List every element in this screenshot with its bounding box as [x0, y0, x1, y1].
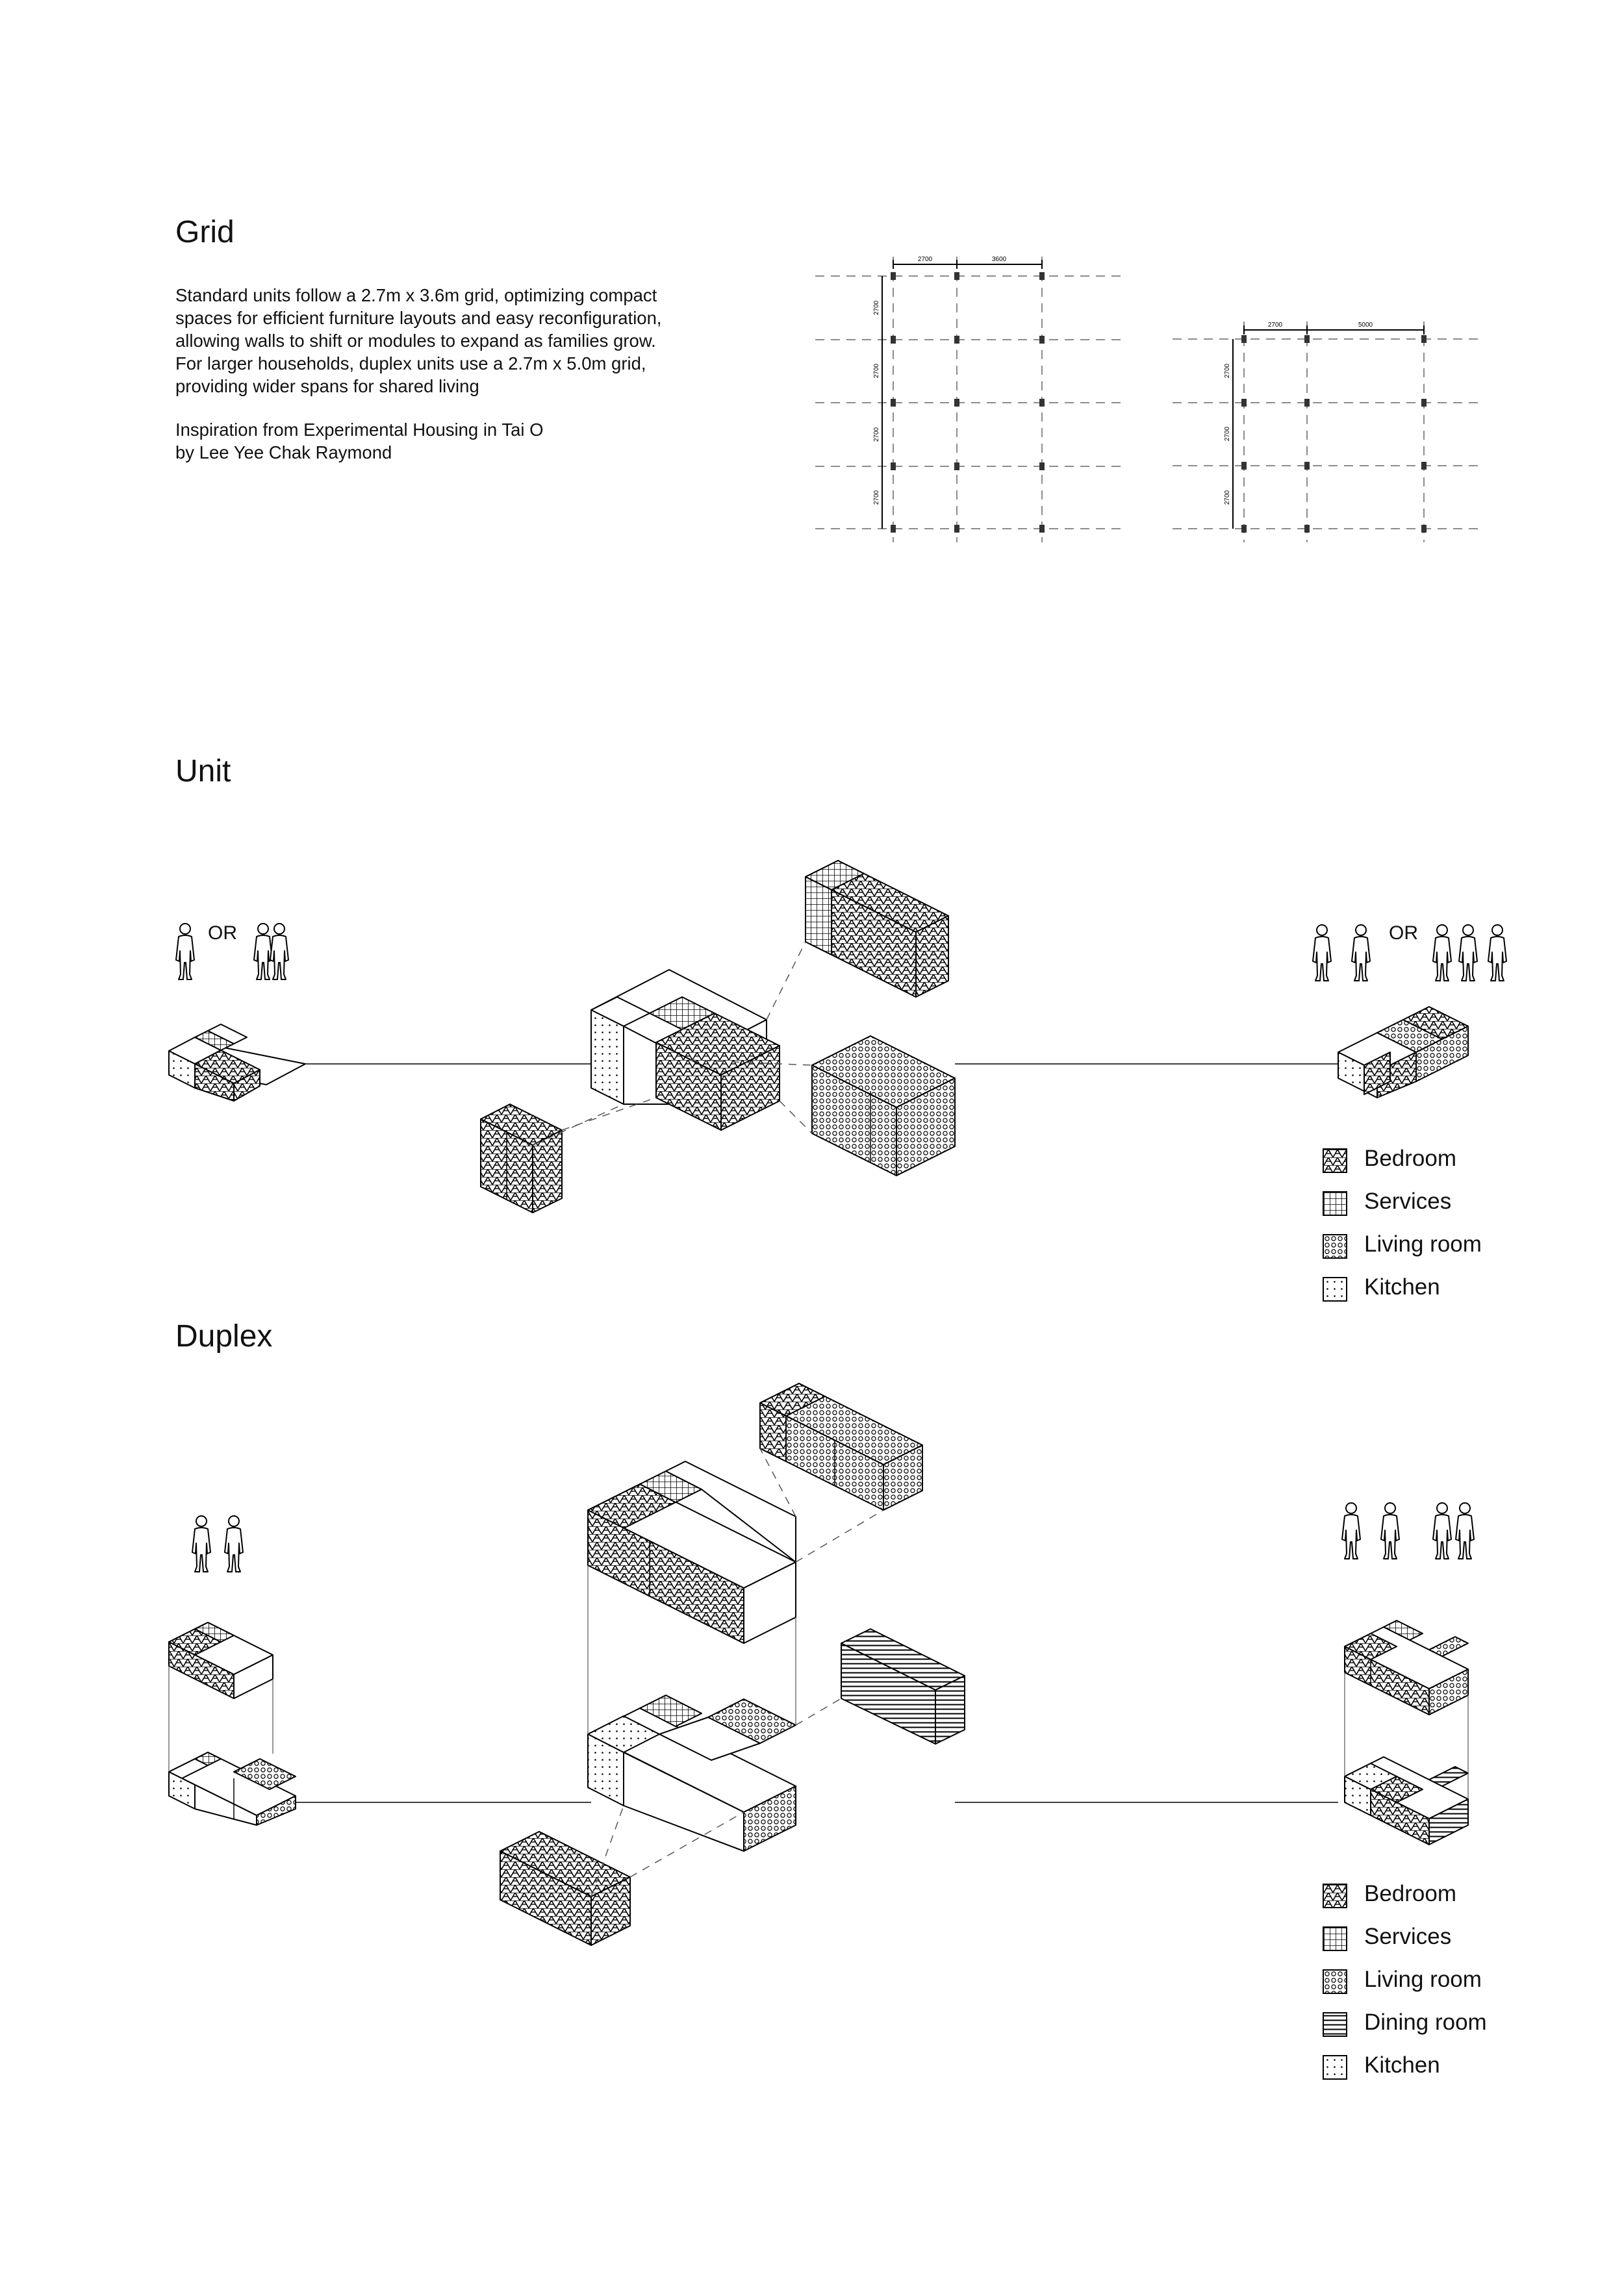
legend-item-kitchen: Kitchen [1323, 1274, 1517, 1317]
duplex-exploded-dining [841, 1628, 965, 1745]
dup-dim-side-1: 2700 [1224, 363, 1231, 378]
std-dim-side-2: 2700 [873, 363, 880, 378]
standard-grid-plan: 2700 3600 2700 2700 2700 2700 [815, 256, 1124, 542]
kitchen-swatch [1323, 1277, 1347, 1302]
services-swatch [1323, 1926, 1347, 1951]
services-swatch [1323, 1191, 1347, 1216]
bedroom-swatch [1323, 1884, 1347, 1908]
legend-item-services: Services [1323, 1189, 1517, 1231]
legend-label: Living room [1364, 1967, 1482, 1992]
legend-item-services: Services [1323, 1924, 1517, 1967]
legend-item-bedroom: Bedroom [1323, 1146, 1517, 1189]
grid-inspiration: Inspiration from Experimental Housing in… [175, 420, 544, 462]
legend-item-bedroom: Bedroom [1323, 1881, 1517, 1924]
duplex-small-upper-left [168, 1622, 273, 1699]
legend-item-living: Living room [1323, 1231, 1517, 1274]
duplex-central-upper [587, 1461, 796, 1644]
duplex-grid-plan: 2700 5000 2700 2700 2700 [1173, 322, 1481, 542]
living-swatch [1323, 1969, 1347, 1994]
unit-axonometric [168, 860, 1469, 1213]
living-swatch [1323, 1234, 1347, 1259]
duplex-small-upper-right [1344, 1620, 1469, 1715]
dup-dim-side-2: 2700 [1224, 426, 1231, 441]
grid-description: Standard units follow a 2.7m x 3.6m grid… [175, 285, 662, 396]
duplex-axonometric [168, 1383, 1469, 1946]
legend-label: Dining room [1364, 2010, 1487, 2035]
dining-swatch [1323, 2012, 1347, 2037]
legend-item-dining: Dining room [1323, 2010, 1517, 2052]
legend-label: Services [1364, 1189, 1452, 1214]
legend-label: Bedroom [1364, 1146, 1457, 1171]
duplex-small-lower-left [168, 1752, 296, 1826]
unit-central-assembly [590, 969, 780, 1131]
legend-label: Living room [1364, 1231, 1482, 1257]
std-dim-side-4: 2700 [873, 490, 880, 505]
unit-small-assembled-left [168, 1024, 306, 1102]
duplex-exploded-upper [759, 1383, 923, 1511]
duplex-title: Duplex [175, 1319, 273, 1354]
unit-legend: Bedroom Services Living room Kitchen [1323, 1146, 1517, 1317]
legend-label: Kitchen [1364, 2052, 1440, 2078]
legend-label: Kitchen [1364, 1274, 1440, 1300]
bedroom-swatch [1323, 1148, 1347, 1173]
dup-dim-top-2: 5000 [1358, 322, 1373, 329]
grid-title: Grid [175, 215, 235, 249]
person-icon [1488, 924, 1507, 981]
unit-exploded-living [811, 1035, 956, 1176]
legend-label: Bedroom [1364, 1881, 1457, 1906]
dup-dim-top-1: 2700 [1268, 322, 1283, 329]
duplex-exploded-bedroom [500, 1831, 631, 1946]
unit-or-left: OR [208, 922, 237, 944]
std-dim-top-2: 3600 [992, 256, 1007, 263]
std-dim-side-1: 2700 [873, 300, 880, 315]
legend-item-kitchen: Kitchen [1323, 2052, 1517, 2095]
unit-small-assembled-right [1338, 1006, 1469, 1098]
unit-exploded-bedroom [480, 1104, 563, 1213]
unit-or-right: OR [1389, 922, 1418, 944]
duplex-small-lower-right [1344, 1756, 1469, 1845]
legend-label: Services [1364, 1924, 1452, 1949]
duplex-legend: Bedroom Services Living room Dining room… [1323, 1881, 1517, 2095]
duplex-central-lower [587, 1695, 796, 1852]
unit-title: Unit [175, 754, 231, 788]
legend-item-living: Living room [1323, 1967, 1517, 2010]
std-dim-top-1: 2700 [918, 256, 933, 263]
std-dim-side-3: 2700 [873, 427, 880, 442]
unit-exploded-services-bedroom [805, 860, 949, 998]
dup-dim-side-3: 2700 [1224, 490, 1231, 505]
kitchen-swatch [1323, 2055, 1347, 2080]
